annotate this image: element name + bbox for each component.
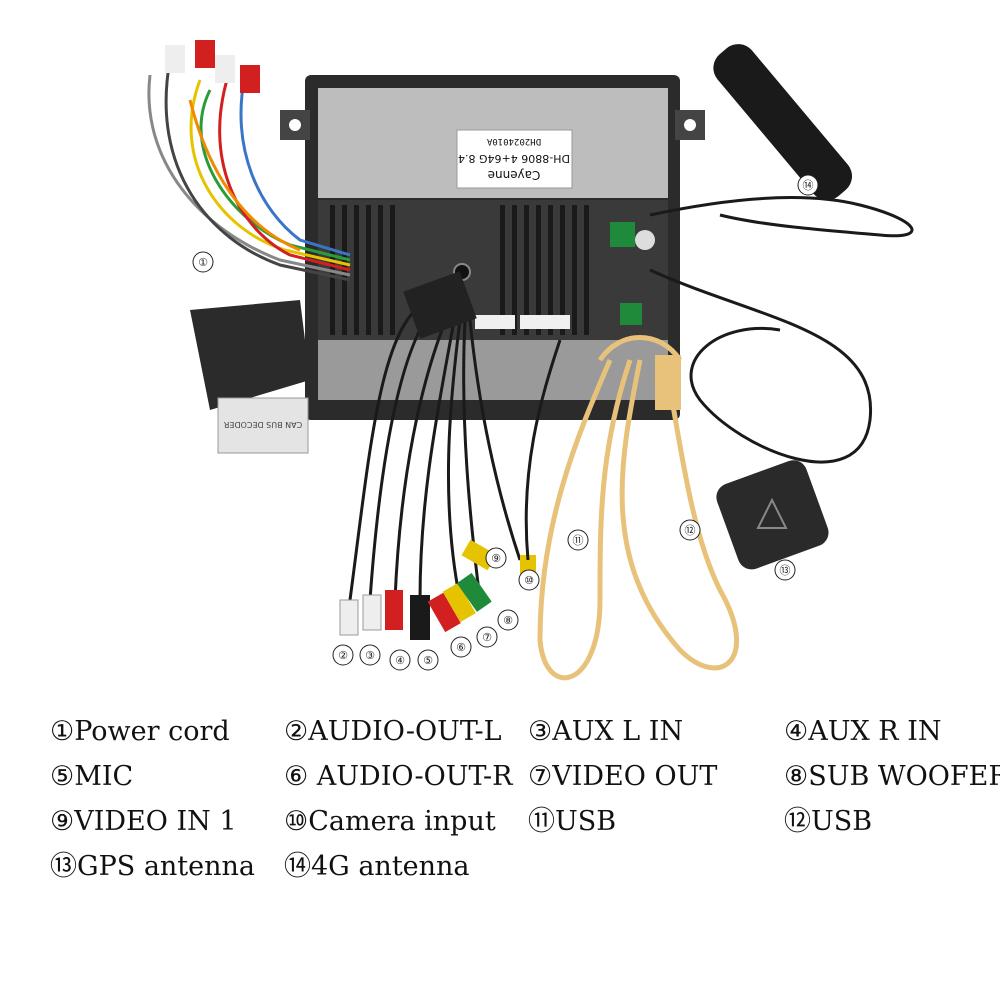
svg-text:②: ② [338, 649, 348, 662]
power-harness [147, 59, 351, 282]
port-legend: ①Power cord ②AUDIO-OUT-L ③AUX L IN ④AUX … [50, 712, 1000, 902]
callout-5: ⑤ [417, 649, 439, 671]
legend-item: ⑪USB [528, 806, 617, 837]
legend-item: ⑦VIDEO OUT [528, 761, 718, 792]
callout-9: ⑨ [485, 547, 507, 569]
callout-2: ② [332, 644, 354, 666]
callout-12: ⑫ [679, 519, 701, 541]
callout-8: ⑧ [497, 609, 519, 631]
svg-text:⑩: ⑩ [524, 574, 534, 587]
legend-item: ③AUX L IN [528, 716, 684, 747]
callout-10: ⑩ [518, 569, 540, 591]
svg-text:⑫: ⑫ [685, 524, 696, 537]
svg-text:④: ④ [395, 654, 405, 667]
legend-item: ④AUX R IN [784, 716, 942, 747]
svg-text:⑨: ⑨ [491, 552, 501, 565]
legend-item: ②AUDIO-OUT-L [284, 716, 502, 747]
legend-row-4: ⑬GPS antenna ⑭4G antenna [50, 847, 1000, 887]
svg-text:③: ③ [365, 649, 375, 662]
legend-item: ⑥ AUDIO-OUT-R [284, 761, 513, 792]
callout-13: ⑬ [774, 559, 796, 581]
legend-row-2: ⑤MIC ⑥ AUDIO-OUT-R ⑦VIDEO OUT ⑧SUB WOOFE… [50, 757, 1000, 797]
usb-plug [655, 355, 681, 410]
head-unit [280, 75, 705, 420]
legend-item: ⑨VIDEO IN 1 [50, 806, 237, 837]
rca-bundle [348, 298, 522, 601]
svg-text:⑬: ⑬ [780, 564, 791, 577]
legend-row-1: ①Power cord ②AUDIO-OUT-L ③AUX L IN ④AUX … [50, 712, 1000, 752]
rca-plugs [339, 539, 536, 640]
product-photo: Cayenne DH-8806 4+64G 8.4 DH2024010A CAN… [147, 40, 914, 681]
callout-14: ⑭ [797, 174, 819, 196]
legend-item: ①Power cord [50, 716, 230, 747]
legend-item: ⑬GPS antenna [50, 851, 256, 882]
device-label-line1: Cayenne [488, 168, 541, 182]
camera-cable [524, 339, 562, 561]
svg-text:⑥: ⑥ [456, 641, 466, 654]
decoder-box-text: CAN BUS DECODER [223, 420, 302, 429]
svg-text:①: ① [198, 256, 208, 269]
legend-item: ⑤MIC [50, 761, 134, 792]
svg-text:⑧: ⑧ [503, 614, 513, 627]
usb-cables [537, 335, 740, 681]
legend-item: ⑭4G antenna [284, 851, 470, 882]
legend-item: ⑩Camera input [284, 806, 496, 837]
legend-item: ⑫USB [784, 806, 873, 837]
callout-11: ⑪ [567, 529, 589, 551]
4g-antenna [649, 44, 914, 238]
svg-text:⑭: ⑭ [803, 179, 814, 192]
harness-connector [190, 300, 310, 410]
callout-7: ⑦ [476, 626, 498, 648]
svg-text:⑦: ⑦ [482, 631, 492, 644]
callout-4: ④ [389, 649, 411, 671]
callout-6: ⑥ [450, 636, 472, 658]
callout-3: ③ [359, 644, 381, 666]
device-label: Cayenne DH-8806 4+64G 8.4 DH2024010A [456, 129, 573, 189]
svg-text:⑪: ⑪ [573, 534, 584, 547]
svg-text:⑤: ⑤ [423, 654, 433, 667]
decoder-box: CAN BUS DECODER [217, 397, 309, 454]
gps-antenna [649, 268, 873, 570]
legend-row-3: ⑨VIDEO IN 1 ⑩Camera input ⑪USB ⑫USB [50, 802, 1000, 842]
legend-item: ⑧SUB WOOFER [784, 761, 1000, 792]
callout-1: ① [192, 251, 214, 273]
device-label-line3: DH2024010A [486, 136, 541, 146]
device-label-line2: DH-8806 4+64G 8.4 [458, 152, 570, 165]
callout-markers: ① ② ③ ④ ⑤ ⑥ ⑦ ⑧ ⑨ ⑩ ⑪ ⑫ ⑬ ⑭ [192, 174, 819, 671]
